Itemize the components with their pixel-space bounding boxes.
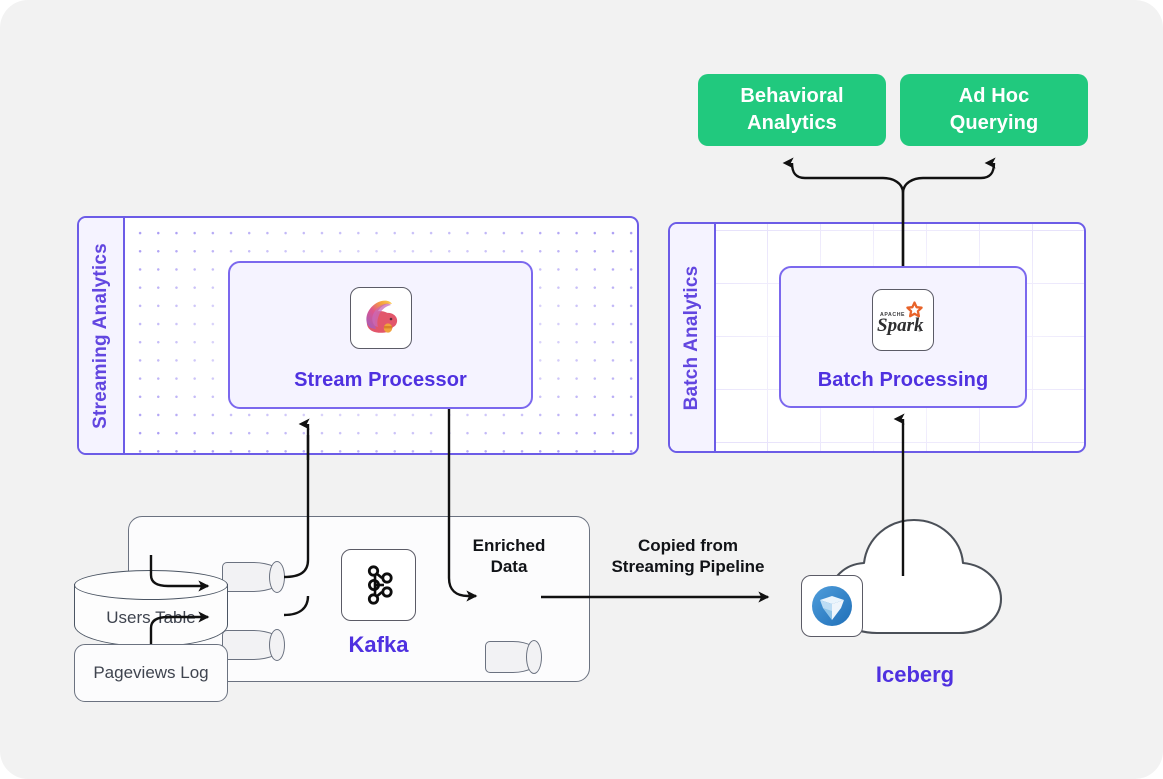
users-topic-cylinder <box>222 561 285 593</box>
enriched-data-cylinder <box>485 640 542 674</box>
copied-from-streaming-pipeline-label: Copied from Streaming Pipeline <box>611 536 765 576</box>
apache-iceberg-icon <box>801 575 863 637</box>
edge-pageviews-log-to-topic <box>149 611 210 644</box>
apache-flink-squirrel-icon <box>349 287 412 349</box>
svg-text:Spark: Spark <box>877 315 924 336</box>
behavioral-analytics-label-line2: Analytics <box>747 112 837 134</box>
pageviews-topic-cylinder <box>222 629 285 661</box>
batch-processing-node[interactable]: APACHE Spark ™ Batch Processing <box>779 266 1027 408</box>
edge-users-topic-riser <box>283 435 310 579</box>
batch-processing-label: Batch Processing <box>817 369 989 391</box>
kafka-label: Kafka <box>348 632 409 657</box>
stream-processor-label: Stream Processor <box>294 369 467 391</box>
ad-hoc-querying-label-line1: Ad Hoc <box>958 85 1030 107</box>
behavioral-analytics-box[interactable]: Behavioral Analytics <box>698 74 886 146</box>
batch-analytics-label-strip: Batch Analytics <box>670 224 716 451</box>
edge-users-table-to-topic <box>149 555 210 592</box>
behavioral-analytics-label-line1: Behavioral <box>740 85 844 107</box>
svg-text:™: ™ <box>917 329 921 334</box>
streaming-analytics-label-strip: Streaming Analytics <box>79 218 125 453</box>
apache-spark-icon: APACHE Spark ™ <box>872 289 934 351</box>
ad-hoc-querying-box[interactable]: Ad Hoc Querying <box>900 74 1088 146</box>
edge-stream-processor-to-enriched <box>447 409 478 602</box>
ad-hoc-querying-label-line2: Querying <box>949 112 1039 134</box>
pageviews-log-label: Pageviews Log <box>93 663 209 682</box>
enriched-data-label: Enriched Data <box>472 536 546 576</box>
edge-batch-to-adhoc <box>901 157 996 266</box>
stream-processor-node[interactable]: Stream Processor <box>228 261 533 409</box>
apache-kafka-icon <box>341 549 416 621</box>
iceberg-label: Iceberg <box>875 662 955 687</box>
edge-batch-to-behavioral <box>782 157 905 266</box>
users-table-label: Users Table <box>106 608 196 627</box>
edge-pageviews-topic-riser <box>283 595 310 617</box>
pageviews-log-source: Pageviews Log <box>74 644 228 702</box>
svg-text:APACHE: APACHE <box>880 312 905 318</box>
